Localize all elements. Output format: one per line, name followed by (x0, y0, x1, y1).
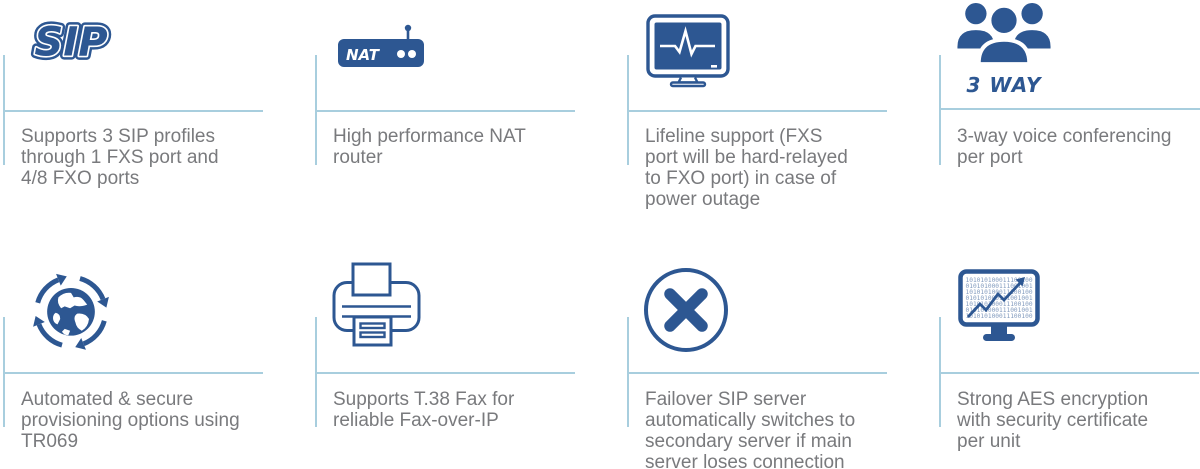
binary-row: 0101010001110010010101010 (966, 307, 1041, 314)
feature-card-t38-fax: Supports T.38 Fax for reliable Fax-over-… (315, 240, 627, 469)
feature-card-nat-router: NAT High performance NAT router (315, 0, 627, 240)
binary-row: 1010101000111001001010101 (966, 289, 1041, 296)
encryption-monitor-icon: 1010101000111001001010101 01010100011100… (958, 269, 1040, 354)
three-way-conference-icon: 3 WAY (954, 1, 1054, 97)
feature-card-lifeline: Lifeline support (FXS port will be hard-… (627, 0, 939, 240)
feature-card-provisioning: Automated & secure provisioning options … (3, 240, 315, 469)
rule-vertical (939, 55, 941, 165)
failover-cross-icon (642, 266, 730, 359)
rule-horizontal (3, 110, 263, 112)
rule-horizontal (939, 108, 1200, 110)
binary-row: 0101010001110010010101010 (966, 295, 1041, 302)
binary-row: 0101010001110010010101010 (966, 283, 1041, 290)
lifeline-monitor-icon (646, 14, 730, 93)
sip-logo-icon: SIP SIP (29, 14, 113, 73)
feature-card-sip-profiles: SIP SIP Supports 3 SIP profiles through … (3, 0, 315, 240)
rule-horizontal (3, 372, 263, 374)
rule-horizontal (315, 110, 575, 112)
feature-text: Lifeline support (FXS port will be hard-… (645, 126, 848, 210)
rule-horizontal (315, 372, 575, 374)
binary-row: 1010101000111001001010101 (966, 301, 1041, 308)
sip-logo-text: SIP (34, 20, 107, 66)
rule-horizontal (939, 372, 1199, 374)
binary-row: 1010101000111001001010101 (966, 313, 1041, 320)
binary-row: 1010101000111001001010101 (966, 277, 1041, 284)
feature-text: Strong AES encryption with security cert… (957, 389, 1149, 452)
rule-horizontal (627, 110, 887, 112)
feature-text: Failover SIP server automatically switch… (645, 389, 856, 469)
rule-horizontal (627, 372, 887, 374)
feature-text: Supports T.38 Fax for reliable Fax-over-… (333, 389, 515, 431)
nat-router-icon: NAT (337, 23, 425, 74)
sip-logo-text-outline: SIP (34, 20, 107, 66)
feature-card-three-way: 3 WAY 3-way voice conferencing per port (939, 0, 1200, 240)
three-way-label: 3 WAY (966, 73, 1042, 97)
feature-text: High performance NAT router (333, 126, 526, 168)
nat-label-text: NAT (346, 46, 381, 64)
auto-provisioning-globe-icon (23, 265, 119, 360)
feature-text: Automated & secure provisioning options … (21, 389, 240, 452)
feature-text: Supports 3 SIP profiles through 1 FXS po… (21, 126, 219, 189)
fax-printer-icon (332, 262, 422, 353)
feature-card-aes-encryption: 1010101000111001001010101 01010100011100… (939, 240, 1200, 469)
feature-text: 3-way voice conferencing per port (957, 126, 1172, 168)
feature-card-failover: Failover SIP server automatically switch… (627, 240, 939, 469)
